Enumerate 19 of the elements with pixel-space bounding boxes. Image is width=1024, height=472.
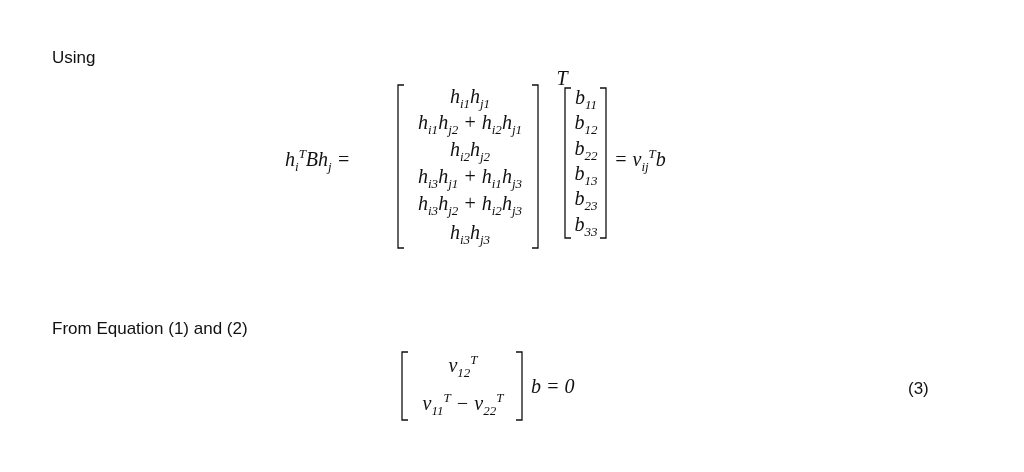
vector-entry: b$_{13}$ [574,163,598,187]
matrix-entry: h$_{i3}$h$_{j2}$ + h$_{i2}$h$_{j3}$ [418,193,522,217]
matrix-entry: h$_{i1}$h$_{j1}$ [449,86,491,110]
vector-entry: b$_{33}$ [574,214,598,238]
vector-entry: b$_{12}$ [574,112,598,136]
vector-entry: b$_{23}$ [574,188,598,212]
math-expression: = v$_{ij}$$^{T}$b [614,147,666,173]
vector-entry: b$_{11}$ [574,87,597,111]
transpose-mark: T [556,68,568,88]
matrix-entry: h$_{i3}$h$_{j1}$ + h$_{i1}$h$_{j3}$ [418,166,522,190]
equation-number: (3) [908,379,929,397]
text-label: Using [52,48,96,66]
math-expression: h$_{i}$$^{T}$Bh$_{j}$ = [285,147,351,173]
matrix-entry: h$_{i1}$h$_{j2}$ + h$_{i2}$h$_{j1}$ [418,112,522,136]
math-expression: b = 0 [531,376,575,396]
vector-entry: b$_{22}$ [574,138,598,162]
matrix-entry: h$_{i3}$h$_{j3}$ [449,222,491,246]
matrix-entry: h$_{i2}$h$_{j2}$ [449,139,491,163]
text-label: From Equation (1) and (2) [52,319,248,337]
